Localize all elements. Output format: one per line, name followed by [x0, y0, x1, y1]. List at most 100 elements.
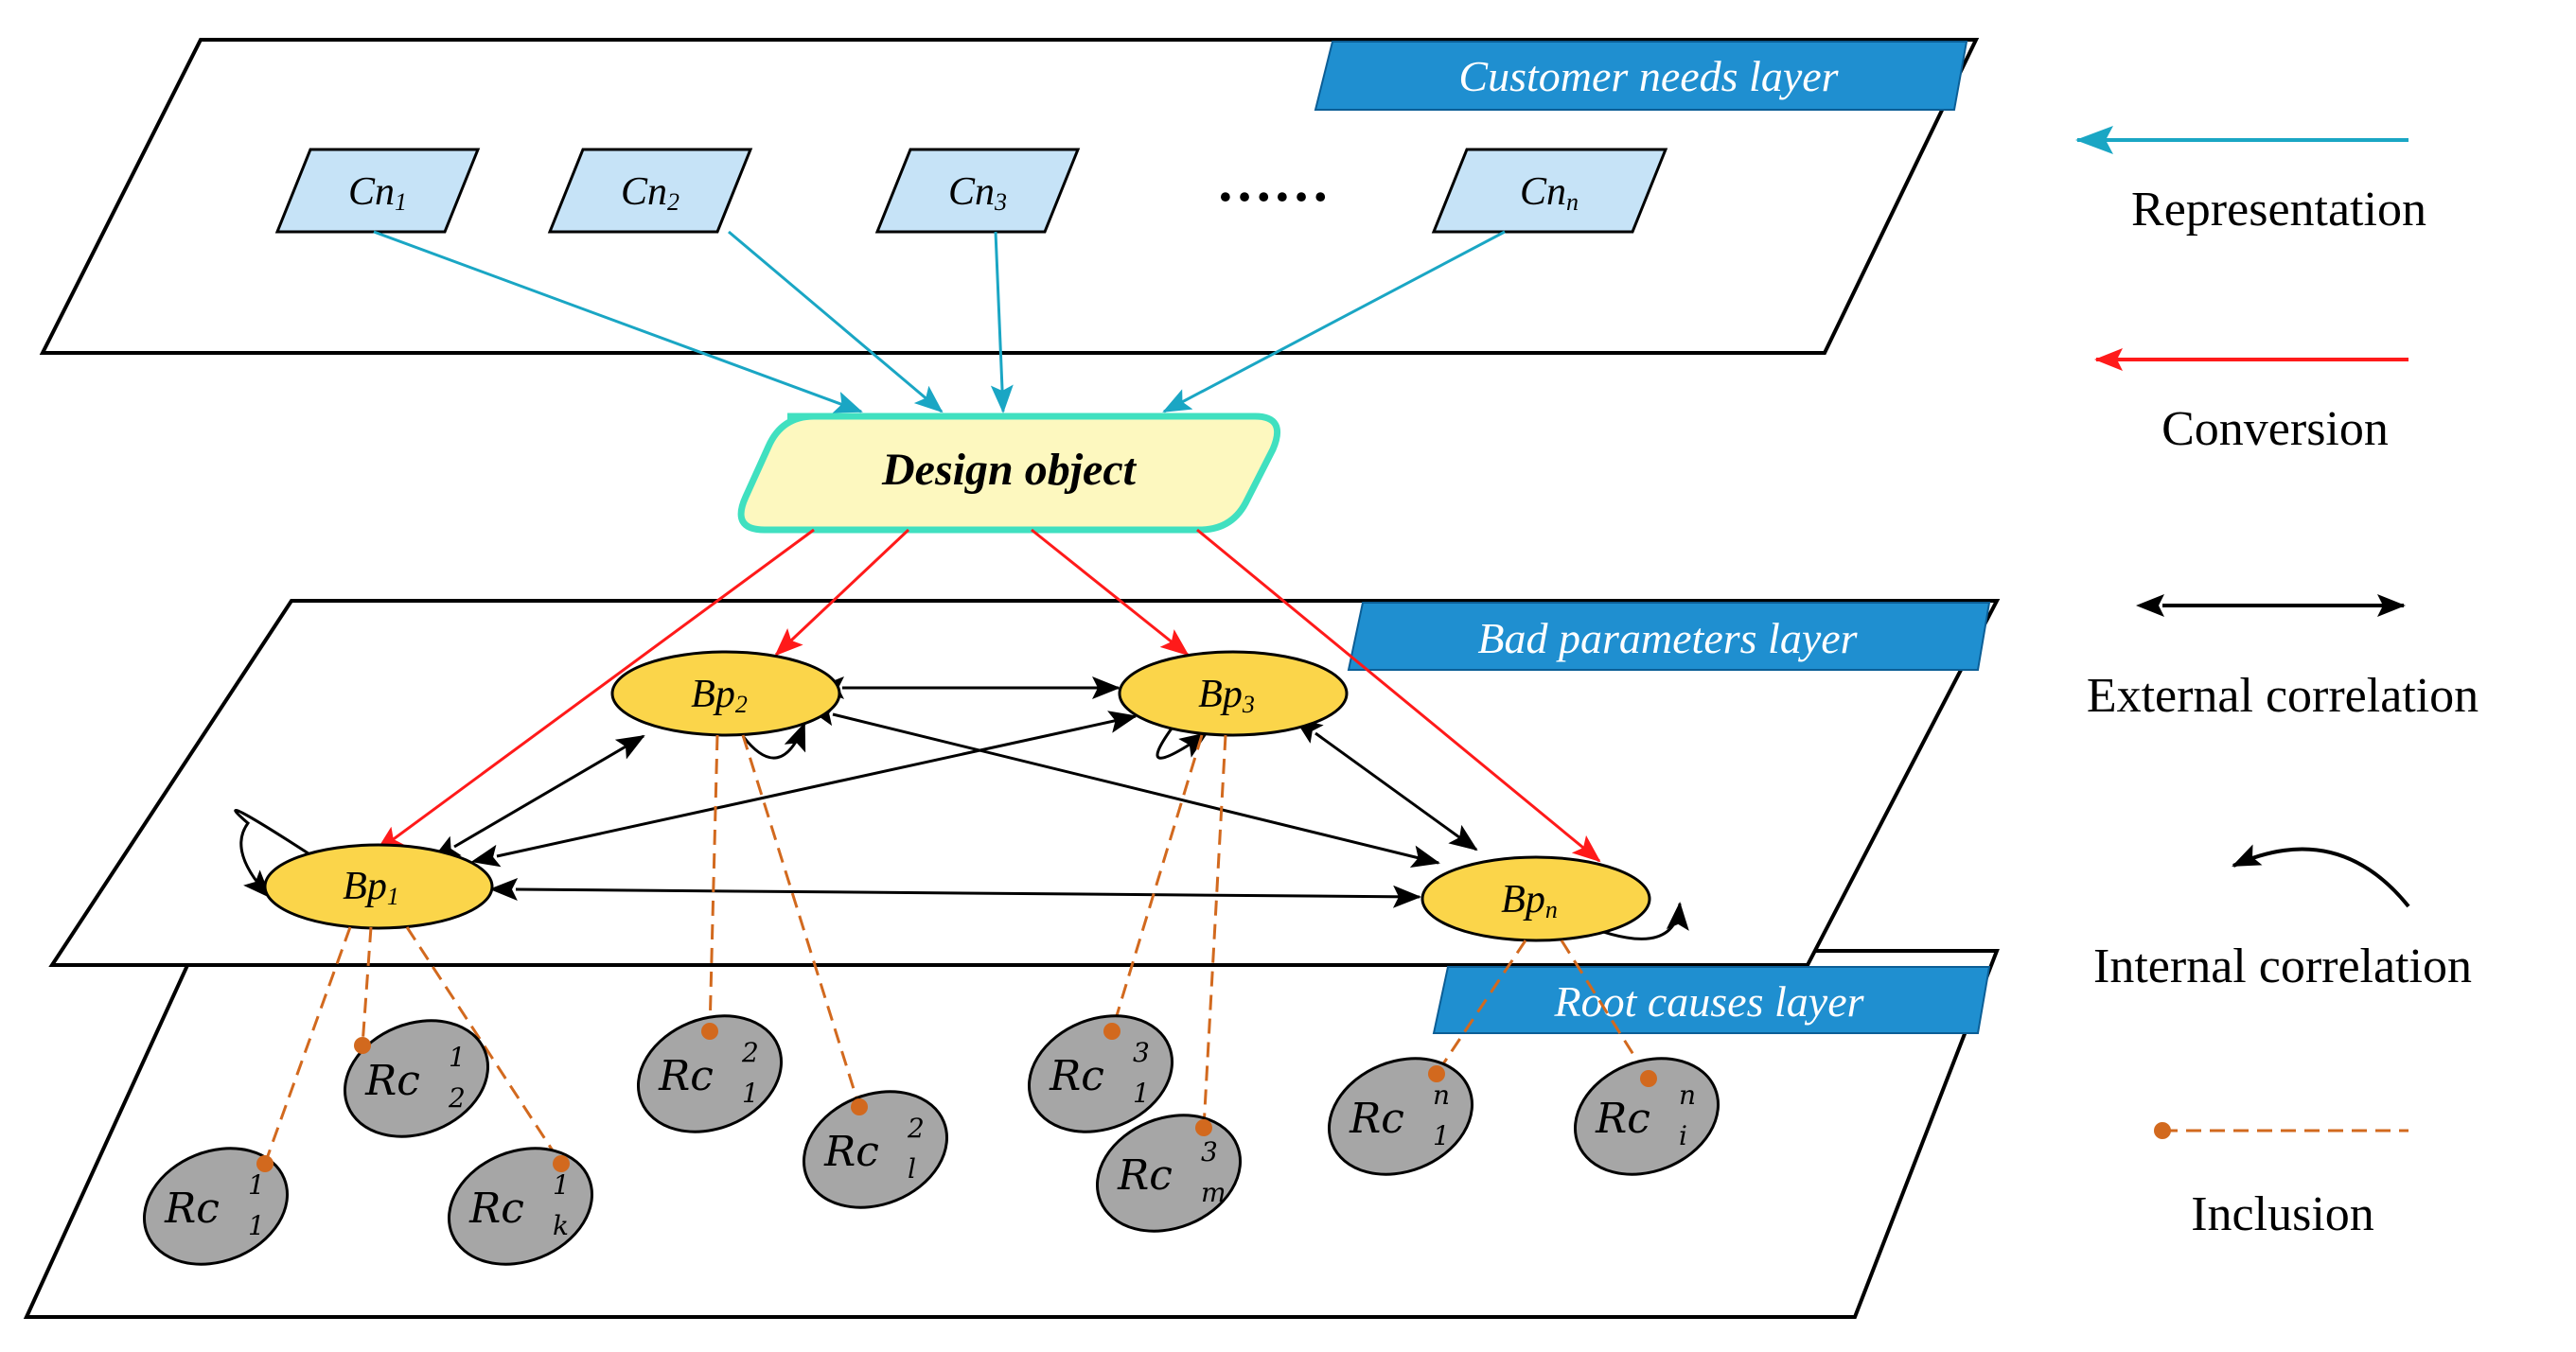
root-cause-node-rc2-1: Rc 1 2: [343, 1019, 490, 1138]
svg-text:Rc: Rc: [364, 1057, 420, 1105]
svg-text:1: 1: [248, 1210, 265, 1241]
inclusion-dot-rcm3: [1195, 1119, 1212, 1136]
representation-arrows: [373, 230, 1506, 413]
svg-text:n: n: [1433, 1080, 1450, 1111]
svg-text:2: 2: [907, 1113, 925, 1144]
representation-arrow-cn2: [728, 230, 944, 413]
inclusion-dot-rck1: [553, 1155, 570, 1172]
svg-text:Bpn: Bpn: [1501, 878, 1558, 923]
legend-external-label: External correlation: [2087, 669, 2479, 723]
inclusion-bp2-rcl2: [741, 734, 861, 1108]
inclusion-dot-rcin: [1640, 1070, 1657, 1087]
svg-text:Bp3: Bp3: [1198, 673, 1255, 718]
representation-arrow-cn3: [990, 231, 1014, 413]
root-cause-node-rcl-2: Rc 2 l: [802, 1090, 949, 1209]
svg-text:3: 3: [1133, 1037, 1150, 1068]
internal-loop-bp3: [1156, 728, 1209, 760]
inclusion-bpn-rc1n: [1435, 939, 1527, 1075]
svg-text:1: 1: [449, 1042, 466, 1073]
inclusion-bp1-rc11: [263, 926, 352, 1165]
inclusion-bpn-rcin: [1560, 939, 1650, 1080]
bad-parameter-node-1: Bp1: [263, 843, 494, 930]
external-bp3-bpn: [1294, 717, 1478, 852]
customer-needs-ellipsis: ……: [1216, 150, 1330, 213]
internal-loop-bp1: [234, 809, 318, 899]
external-bp1-bpn: [489, 878, 1421, 908]
svg-text:1: 1: [553, 1169, 570, 1201]
internal-loop-bp2: [741, 722, 806, 760]
inclusion-dot-rc11: [256, 1155, 273, 1172]
inclusion-bp3-rcm3: [1202, 734, 1227, 1129]
svg-text:1: 1: [1433, 1120, 1450, 1151]
inclusion-links: [263, 734, 1650, 1165]
customer-need-node-1: Cn1: [274, 148, 481, 234]
svg-text:Rc: Rc: [1049, 1052, 1104, 1100]
root-cause-node-rcm-3: Rc 3 m: [1095, 1114, 1243, 1233]
root-cause-node-rc1-n: Rc n 1: [1327, 1057, 1474, 1176]
svg-text:Rc: Rc: [468, 1185, 524, 1233]
svg-text:Cnn: Cnn: [1520, 170, 1579, 216]
bad-parameters-layer-title: Bad parameters layer: [1347, 602, 1991, 671]
conversion-arrow-bp2: [774, 528, 910, 657]
representation-arrow-cnn: [1162, 230, 1506, 413]
bad-parameter-node-2: Bp2: [610, 650, 841, 737]
legend-inclusion-label: Inclusion: [2191, 1187, 2374, 1241]
svg-text:Rc: Rc: [658, 1052, 714, 1100]
svg-text:k: k: [553, 1210, 569, 1241]
svg-text:m: m: [1201, 1177, 1226, 1208]
design-object-node: Design object: [737, 413, 1280, 534]
svg-text:Bp1: Bp1: [343, 865, 399, 910]
svg-text:2: 2: [741, 1037, 759, 1068]
customer-need-node-n: Cnn: [1431, 148, 1668, 234]
legend-conversion: Conversion: [2094, 348, 2408, 456]
svg-text:2: 2: [448, 1082, 466, 1114]
svg-text:Customer needs layer: Customer needs layer: [1458, 52, 1839, 100]
root-causes-layer-title: Root causes layer: [1432, 966, 1991, 1034]
svg-text:n: n: [1679, 1080, 1696, 1111]
svg-text:3: 3: [1201, 1136, 1218, 1168]
external-correlation-arrows: [431, 676, 1478, 908]
svg-text:Design object: Design object: [881, 445, 1138, 495]
svg-text:Cn3: Cn3: [948, 170, 1007, 216]
svg-text:Bad parameters layer: Bad parameters layer: [1477, 614, 1858, 662]
inclusion-dot-rc1n: [1428, 1065, 1445, 1082]
inclusion-bp3-rc13: [1110, 734, 1204, 1032]
conversion-arrow-bpn: [1196, 528, 1601, 863]
svg-text:Rc: Rc: [1117, 1151, 1173, 1200]
representation-arrow-cn1: [373, 230, 863, 413]
bad-parameter-node-3: Bp3: [1118, 650, 1349, 737]
inclusion-dot-rcl2: [851, 1098, 868, 1115]
bad-parameter-node-n: Bpn: [1420, 855, 1651, 942]
svg-text:Rc: Rc: [164, 1185, 220, 1233]
svg-text:1: 1: [1133, 1078, 1150, 1109]
svg-text:Rc: Rc: [1349, 1095, 1404, 1143]
root-cause-node-rci-n: Rc n i: [1573, 1057, 1720, 1176]
customer-need-node-3: Cn3: [874, 148, 1081, 234]
root-cause-node-rc1-2: Rc 2 1: [636, 1014, 784, 1133]
legend: Representation Conversion External corre…: [2075, 126, 2479, 1241]
svg-text:Rc: Rc: [1595, 1095, 1650, 1143]
inclusion-dot-rc12: [701, 1023, 718, 1040]
inclusion-bp2-rc12: [708, 734, 719, 1032]
conversion-arrow-bp3: [1031, 528, 1190, 657]
svg-text:Rc: Rc: [823, 1128, 879, 1176]
legend-inclusion: Inclusion: [2154, 1122, 2408, 1241]
inclusion-dot-rc21: [354, 1037, 371, 1054]
inclusion-dot-rc13: [1103, 1023, 1120, 1040]
svg-text:Bp2: Bp2: [691, 673, 748, 718]
svg-text:Root causes layer: Root causes layer: [1553, 977, 1864, 1026]
legend-conversion-label: Conversion: [2161, 402, 2389, 456]
legend-internal-correlation: Internal correlation: [2093, 844, 2472, 993]
svg-text:Cn2: Cn2: [621, 170, 679, 216]
legend-external-correlation: External correlation: [2087, 594, 2479, 723]
svg-text:1: 1: [742, 1078, 759, 1109]
customer-need-node-2: Cn2: [547, 148, 753, 234]
svg-text:i: i: [1679, 1120, 1687, 1151]
root-cause-node-rck-1: Rc 1 k: [447, 1147, 594, 1266]
legend-internal-label: Internal correlation: [2093, 939, 2472, 993]
legend-representation-label: Representation: [2131, 183, 2426, 237]
root-cause-node-rc1-1: Rc 1 1: [142, 1147, 290, 1266]
svg-text:l: l: [908, 1153, 916, 1185]
customer-needs-layer-title: Customer needs layer: [1314, 41, 1968, 111]
